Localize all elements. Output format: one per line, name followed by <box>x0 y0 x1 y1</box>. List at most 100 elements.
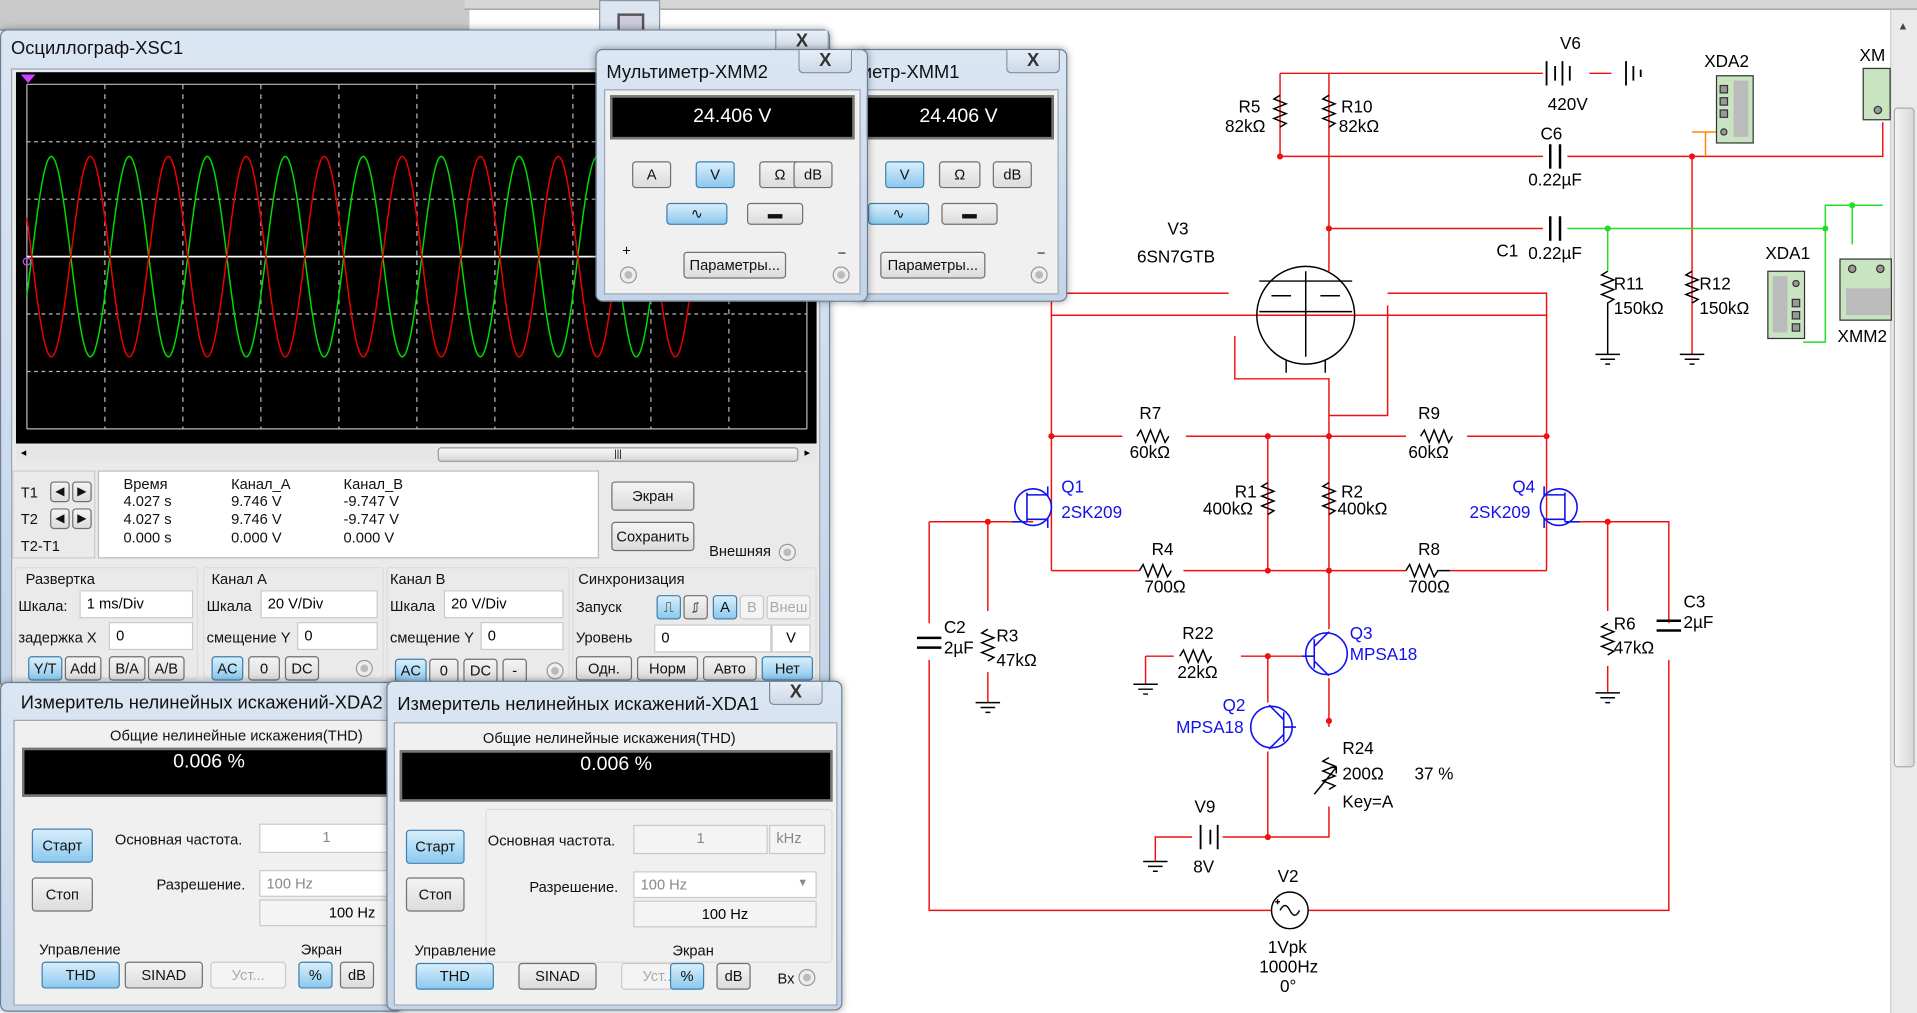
dc-line-icon[interactable]: ▬ <box>941 202 998 225</box>
resolution-selected: 100 Hz <box>640 876 688 894</box>
db-button[interactable]: dB <box>716 962 751 990</box>
scroll-left-icon[interactable]: ◂ <box>20 446 27 459</box>
scrollbar-thumb[interactable] <box>1893 107 1915 768</box>
cursor-cell-b: 0.000 V <box>343 529 395 547</box>
arrow-left-icon[interactable]: ◀ <box>50 508 70 530</box>
arrow-right-icon[interactable]: ▶ <box>72 508 92 530</box>
db-mode-button[interactable]: dB <box>793 161 833 189</box>
close-button[interactable]: X <box>1006 50 1060 74</box>
channel-b-terminal[interactable] <box>546 662 564 680</box>
label-c1: C1 <box>1496 242 1518 261</box>
channel-a-terminal[interactable] <box>355 659 373 677</box>
channel-a-ac-button[interactable]: AC <box>211 656 244 681</box>
rising-edge-icon[interactable]: ⎍ <box>656 595 681 620</box>
instrument-xmm1[interactable] <box>1862 67 1891 121</box>
parameters-button[interactable]: Параметры... <box>683 251 787 279</box>
label-r2: R2 <box>1341 482 1363 501</box>
close-button[interactable]: X <box>769 681 823 706</box>
multimeter-body: 24.406 V A V Ω dB ∿ ▬ Параметры... + − <box>603 89 861 295</box>
channel-b-dc-button[interactable]: DC <box>463 658 498 684</box>
falling-edge-icon[interactable]: ⎎ <box>683 595 708 620</box>
x-delay-input[interactable]: 0 <box>108 621 194 651</box>
trigger-source-ext[interactable]: Внеш <box>766 595 811 620</box>
stop-button[interactable]: Стоп <box>405 877 465 912</box>
instrument-xda1[interactable] <box>1767 270 1806 340</box>
value-r11: 150kΩ <box>1614 299 1664 318</box>
db-mode-button[interactable]: dB <box>992 161 1032 189</box>
add-button[interactable]: Add <box>64 656 102 681</box>
channel-a-zero-button[interactable]: 0 <box>248 656 280 681</box>
arrow-left-icon[interactable]: ◀ <box>50 481 70 503</box>
sinad-button[interactable]: SINAD <box>518 962 597 990</box>
trigger-source-a[interactable]: A <box>712 595 738 620</box>
arrow-right-icon[interactable]: ▶ <box>72 481 92 503</box>
db-button[interactable]: dB <box>339 961 375 989</box>
scope-horizontal-scrollbar[interactable]: ◂ ||| ▸ <box>15 446 817 464</box>
channel-b-zero-button[interactable]: 0 <box>429 658 459 684</box>
fundamental-freq-input[interactable]: 1 <box>633 824 768 855</box>
external-trigger-terminal[interactable] <box>778 543 796 561</box>
timebase-group: Развертка Шкала: 1 ms/Div задержка X 0 Y… <box>14 566 199 681</box>
minus-terminal[interactable] <box>832 266 850 284</box>
ac-sine-icon[interactable]: ∿ <box>868 202 930 225</box>
channel-a-offset-marker[interactable] <box>22 257 32 266</box>
trigger-edge-label: Запуск <box>575 598 622 616</box>
label-xmm2: XMM2 <box>1838 327 1887 346</box>
channel-b-offset-input[interactable]: 0 <box>480 621 564 651</box>
parameters-button[interactable]: Параметры... <box>880 251 986 279</box>
percent-button[interactable]: % <box>669 962 705 990</box>
trigger-level-input[interactable]: 0 <box>654 624 772 653</box>
start-button[interactable]: Старт <box>405 829 465 864</box>
freq-unit-field: kHz <box>769 824 826 855</box>
start-button[interactable]: Старт <box>31 828 93 863</box>
auto-mode-button[interactable]: Авто <box>702 656 757 681</box>
timebase-scale-input[interactable]: 1 ms/Div <box>79 590 194 619</box>
value-r6: 47kΩ <box>1614 639 1655 658</box>
a-over-b-button[interactable]: A/B <box>147 656 185 681</box>
plus-terminal[interactable] <box>619 266 637 284</box>
settings-button[interactable]: Уст... <box>210 961 287 989</box>
y-offset-label: смещение Y <box>390 629 474 647</box>
channel-a-scale-input[interactable]: 20 V/Div <box>260 590 378 619</box>
yt-button[interactable]: Y/T <box>28 656 63 681</box>
current-mode-button[interactable]: A <box>632 161 672 189</box>
minus-terminal[interactable] <box>1030 266 1048 284</box>
thd-button[interactable]: THD <box>41 961 120 989</box>
channel-b-scale-input[interactable]: 20 V/Div <box>443 590 564 619</box>
percent-button[interactable]: % <box>298 961 333 989</box>
cursor-t1-marker[interactable] <box>20 74 36 84</box>
save-button[interactable]: Сохранить <box>611 521 695 552</box>
label-r9: R9 <box>1418 404 1440 423</box>
screen-button[interactable]: Экран <box>611 481 695 511</box>
channel-b-ac-button[interactable]: AC <box>394 658 427 684</box>
single-mode-button[interactable]: Одн. <box>575 656 633 681</box>
voltage-mode-button[interactable]: V <box>885 161 925 189</box>
scroll-up-icon[interactable]: ▲ <box>1897 19 1909 32</box>
ac-sine-icon[interactable]: ∿ <box>666 202 728 225</box>
ohm-mode-button[interactable]: Ω <box>938 161 981 189</box>
scroll-right-icon[interactable]: ▸ <box>804 446 810 459</box>
normal-mode-button[interactable]: Норм <box>636 656 699 681</box>
sinad-button[interactable]: SINAD <box>124 961 203 989</box>
resolution-select[interactable]: 100 Hz <box>259 870 394 897</box>
resolution-select[interactable]: 100 Hz▼ <box>633 871 817 899</box>
b-over-a-button[interactable]: B/A <box>108 656 146 681</box>
fundamental-freq-input[interactable]: 1 <box>259 823 394 853</box>
stop-button[interactable]: Стоп <box>31 877 93 912</box>
channel-a-offset-input[interactable]: 0 <box>297 621 378 651</box>
close-button[interactable]: X <box>798 50 853 74</box>
scrollbar-thumb[interactable]: ||| <box>437 447 799 462</box>
instrument-xda2[interactable] <box>1715 75 1754 144</box>
thd-button[interactable]: THD <box>415 962 494 990</box>
channel-a-dc-button[interactable]: DC <box>284 656 320 681</box>
input-terminal[interactable] <box>798 969 816 987</box>
vertical-scrollbar[interactable]: ▲ <box>1890 9 1917 1013</box>
value-q1: 2SK209 <box>1061 503 1122 522</box>
instrument-xmm2[interactable] <box>1839 258 1892 321</box>
dc-line-icon[interactable]: ▬ <box>746 202 804 225</box>
voltage-mode-button[interactable]: V <box>695 161 735 189</box>
none-mode-button[interactable]: Нет <box>761 656 814 681</box>
trigger-source-b[interactable]: B <box>739 595 765 620</box>
channel-b-invert-button[interactable]: - <box>502 658 527 684</box>
